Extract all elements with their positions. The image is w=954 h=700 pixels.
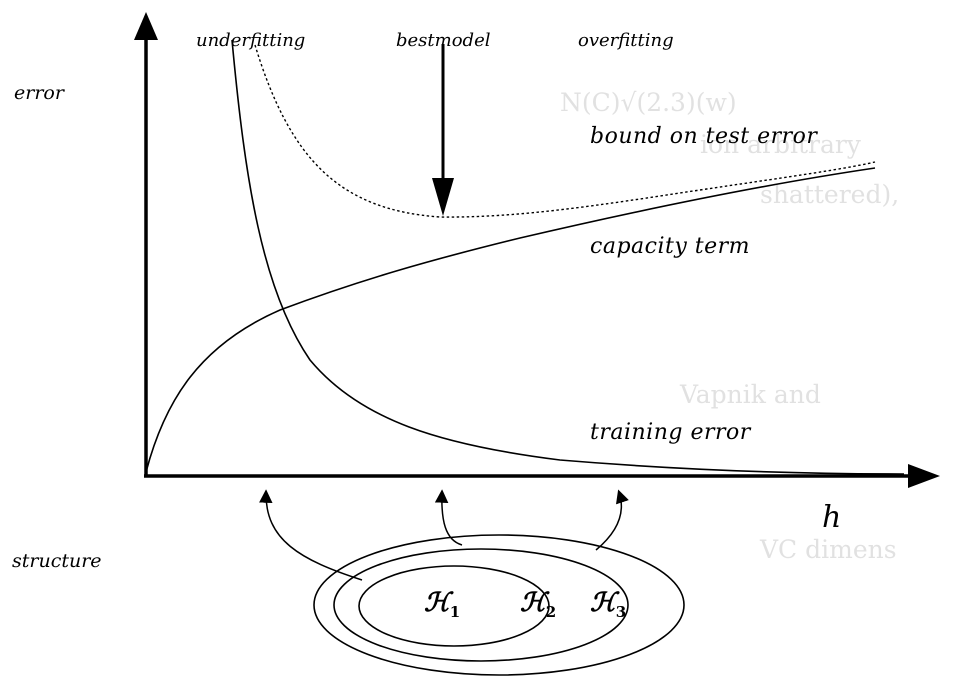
capacity-term-label: capacity term bbox=[590, 234, 750, 259]
structure-arrow-2 bbox=[434, 489, 463, 546]
ghost-text: Vapnik and bbox=[680, 380, 821, 409]
best-model-arrowhead bbox=[432, 178, 454, 216]
structure-arrow-1 bbox=[259, 489, 363, 581]
underfitting-label: underfitting bbox=[196, 30, 306, 51]
x-axis-label: h bbox=[822, 500, 842, 535]
hypothesis-set-2-ellipse bbox=[333, 548, 629, 662]
hypothesis-set-1-label: ℋ1 bbox=[424, 588, 461, 622]
overfitting-label: overfitting bbox=[578, 30, 674, 51]
structure-arrow-3 bbox=[595, 489, 629, 551]
x-axis-arrowhead bbox=[908, 464, 940, 488]
hypothesis-set-1-ellipse bbox=[358, 565, 550, 647]
hypothesis-set-2-label: ℋ2 bbox=[520, 588, 557, 622]
best-model-label: bestmodel bbox=[396, 30, 491, 51]
ghost-text: N(C)√(2.3)(w) bbox=[560, 88, 737, 117]
y-axis-arrowhead bbox=[134, 12, 158, 40]
y-axis-label: error bbox=[14, 82, 64, 104]
training-error-label: training error bbox=[590, 420, 751, 445]
hypothesis-set-3-ellipse bbox=[313, 534, 685, 676]
hypothesis-set-3-label: ℋ3 bbox=[590, 588, 627, 622]
bound-on-test-error-curve bbox=[254, 44, 876, 218]
structure-label: structure bbox=[12, 550, 102, 572]
ghost-text: ion arbitrary bbox=[700, 130, 861, 159]
ghost-text: shattered), bbox=[760, 180, 900, 209]
capacity-term-curve bbox=[145, 167, 876, 473]
bound-on-test-error-label: bound on test error bbox=[590, 124, 818, 149]
ghost-text: VC dimens bbox=[760, 535, 897, 564]
training-error-curve bbox=[231, 39, 905, 475]
